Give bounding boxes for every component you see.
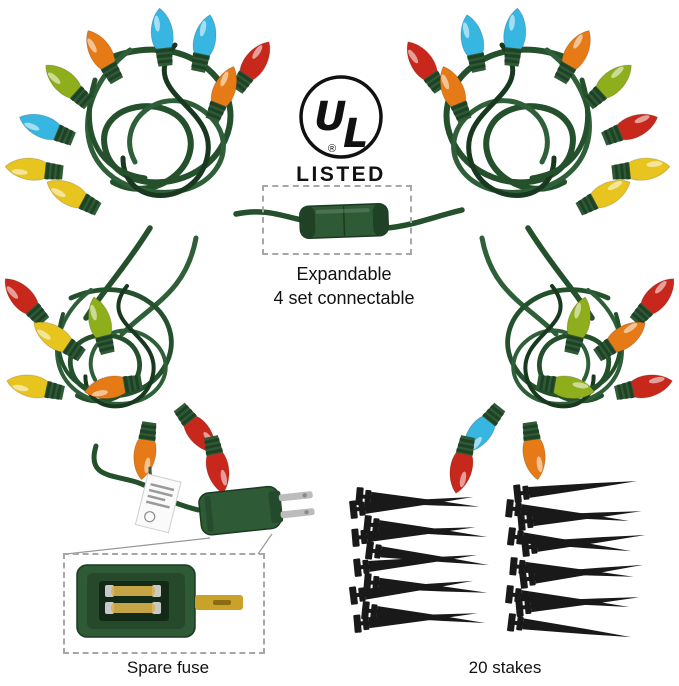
callout-line	[257, 533, 273, 555]
garden-stake	[513, 472, 639, 503]
wire-strand	[233, 209, 305, 223]
fuse-compartment-closeup	[76, 564, 243, 638]
ul-letter-u: U	[314, 94, 346, 140]
connector-highlight-box	[262, 185, 412, 255]
ul-circle-icon	[299, 75, 383, 159]
spare-fuse-icon	[105, 602, 161, 614]
product-hang-tag	[134, 473, 182, 534]
callout-line	[65, 537, 211, 555]
power-plug	[198, 485, 315, 536]
spare-fuse-caption: Spare fuse	[126, 658, 210, 677]
fuse-closeup-box	[63, 553, 265, 654]
stakes-caption: 20 stakes	[468, 658, 542, 677]
ul-letter-l: L	[343, 111, 369, 157]
ul-listed-label: LISTED	[296, 163, 386, 186]
garden-stake	[506, 613, 633, 647]
expandable-callout: Expandable 4 set connectable	[244, 262, 444, 310]
garden-stake	[521, 526, 647, 557]
wire-strand	[383, 207, 465, 231]
stake-pile-left	[348, 487, 491, 633]
spare-fuse-icon	[105, 585, 161, 597]
inline-connector	[299, 203, 390, 239]
stake-pile-right	[505, 472, 647, 647]
registered-mark: ®	[328, 143, 336, 155]
plug-prong	[280, 508, 315, 519]
expandable-line1: Expandable	[296, 264, 392, 284]
expandable-line2: 4 set connectable	[273, 288, 415, 308]
ul-listed-badge: U L ® LISTED	[296, 75, 386, 186]
plug-prong	[278, 491, 313, 502]
